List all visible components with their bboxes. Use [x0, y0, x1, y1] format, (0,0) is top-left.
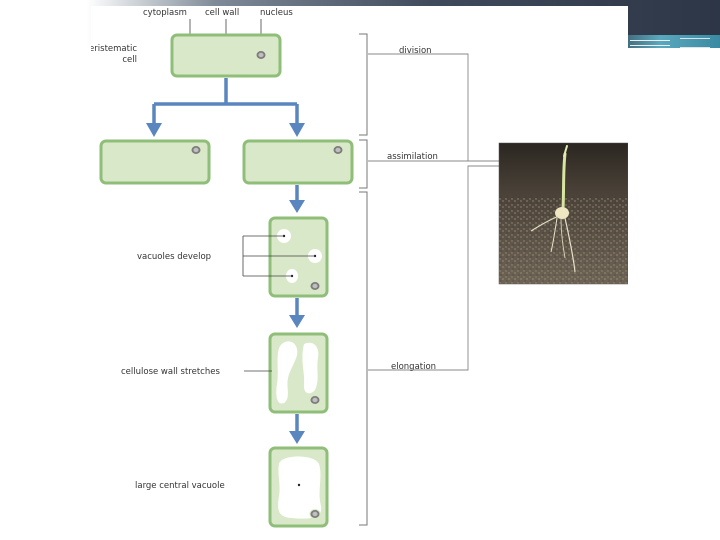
division-arrowhead-left [146, 123, 162, 137]
vacuole-stretch-2 [302, 342, 319, 394]
daughter-cell-left [99, 139, 211, 185]
division-stage-label: division [399, 46, 432, 56]
nucleus-core [312, 397, 318, 403]
plant-cell-growth-diagram: cytoplasm cell wall nucleus meristematic… [91, 8, 628, 528]
seedling-photo [498, 142, 628, 285]
elongation-bracket [359, 191, 368, 526]
nucleus-label: nucleus [260, 8, 293, 18]
cell-wall-label: cell wall [205, 8, 239, 18]
growth-arrowhead-2 [289, 315, 305, 328]
cell-label: cell [122, 55, 137, 65]
division-bracket [359, 33, 368, 136]
nucleus-core [193, 147, 199, 153]
division-arrow-lines [152, 78, 299, 126]
elongation-stage-label: elongation [391, 362, 436, 372]
assimilation-stage-label: assimilation [387, 152, 438, 162]
division-arrowhead-right [289, 123, 305, 137]
large-central-vacuole-label: large central vacuole [135, 481, 225, 491]
nucleus-core [258, 52, 264, 58]
vacuole-dot [297, 483, 301, 487]
growth-arrowhead-1 [289, 200, 305, 213]
banner-decorative-lines-secondary [680, 38, 710, 48]
vacuole-stretch-1 [276, 341, 298, 404]
banner-decorative-lines [630, 40, 670, 46]
growth-arrowhead-3 [289, 431, 305, 444]
nucleus-core [312, 283, 318, 289]
cellulose-wall-stretches-label: cellulose wall stretches [121, 367, 220, 377]
cytoplasm-label: cytoplasm [143, 8, 187, 18]
nucleus-core [312, 511, 318, 517]
daughter-cell-right [242, 139, 354, 185]
diagram-panel: cytoplasm cell wall nucleus meristematic… [91, 6, 628, 540]
vacuoles-leader [242, 235, 315, 277]
meristematic-cell [170, 33, 282, 78]
assimilation-bracket [359, 139, 368, 189]
nucleus-core [335, 147, 341, 153]
meristematic-label: meristematic [91, 44, 137, 54]
vacuoles-develop-label: vacuoles develop [137, 252, 211, 262]
division-connector [368, 53, 469, 161]
large-central-vacuole [278, 456, 322, 519]
